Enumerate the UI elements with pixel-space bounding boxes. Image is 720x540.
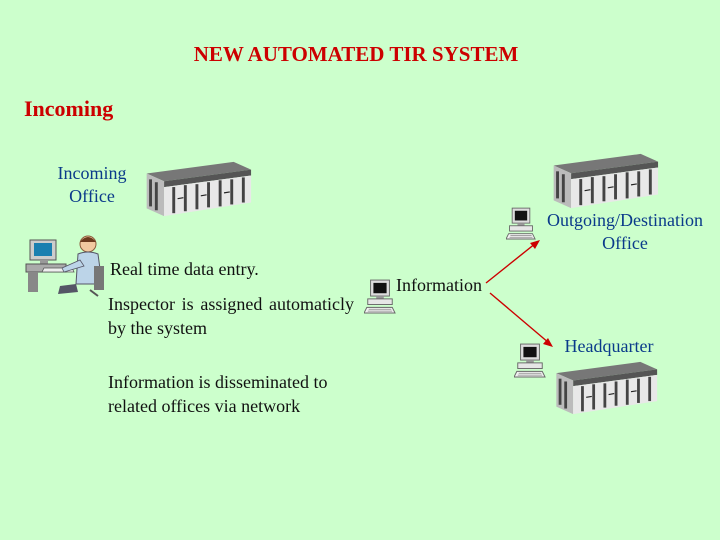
step-data-entry: Real time data entry. bbox=[110, 259, 259, 279]
information-label: Information bbox=[396, 275, 482, 295]
step-inspector-assigned: Inspector is assigned automaticly by the… bbox=[108, 294, 354, 338]
incoming-office-label: Incoming Office bbox=[48, 162, 136, 208]
arrow-to-outgoing bbox=[485, 240, 540, 284]
slide-title: NEW AUTOMATED TIR SYSTEM bbox=[193, 42, 519, 66]
headquarter-computer-icon bbox=[514, 343, 546, 378]
outgoing-office-line1: Outgoing/Destination bbox=[547, 210, 703, 230]
outgoing-office-line2: Office bbox=[602, 233, 648, 253]
step-information-disseminated: Information is disseminated to related o… bbox=[108, 372, 328, 416]
incoming-office-building-icon bbox=[145, 160, 253, 218]
slide-subtitle: Incoming bbox=[24, 96, 114, 121]
outgoing-office-building-icon bbox=[552, 152, 660, 210]
headquarter-building-icon bbox=[554, 360, 659, 416]
operator-at-computer-icon bbox=[25, 235, 104, 297]
information-computer-icon bbox=[364, 279, 396, 314]
incoming-office-line2: Office bbox=[69, 186, 115, 206]
incoming-office-line1: Incoming bbox=[57, 163, 127, 183]
headquarter-label: Headquarter bbox=[564, 336, 654, 356]
outgoing-office-computer-icon bbox=[506, 207, 536, 240]
outgoing-office-label: Outgoing/Destination Office bbox=[534, 209, 716, 255]
arrow-to-headquarter bbox=[489, 292, 553, 347]
